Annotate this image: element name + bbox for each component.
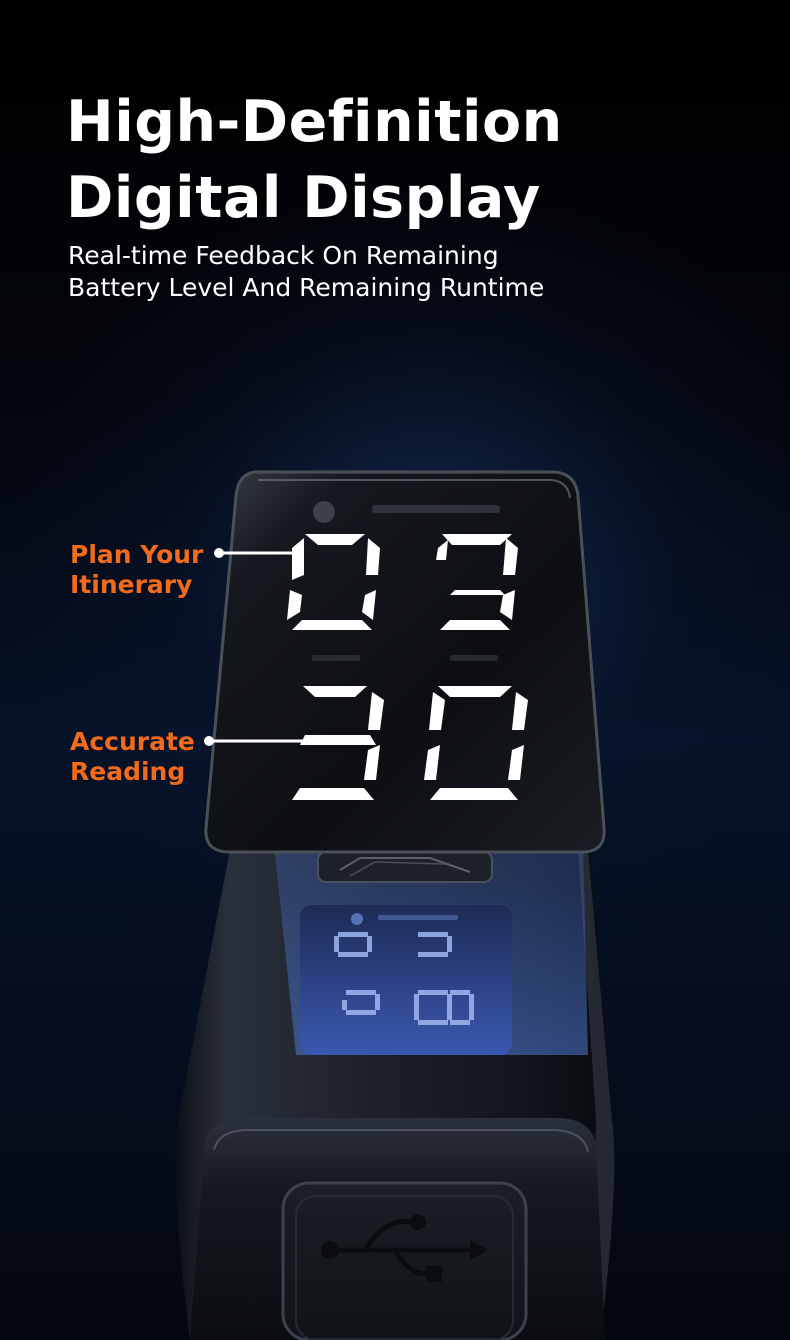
title-line-1: High-Definition [66, 89, 563, 155]
callout-plan-itinerary: Plan Your Itinerary [70, 540, 203, 600]
callout-line: Itinerary [70, 570, 193, 599]
callout-line: Accurate [70, 727, 195, 756]
page-subtitle: Real-time Feedback On Remaining Battery … [68, 240, 544, 304]
callout-line: Plan Your [70, 540, 204, 569]
callout-line: Reading [70, 757, 186, 786]
callout-accurate-reading: Accurate Reading [70, 727, 195, 787]
subtitle-line-2: Battery Level And Remaining Runtime [68, 273, 545, 302]
indicator-led [313, 501, 335, 523]
seven-segment-digits [287, 534, 528, 800]
page-title: High-Definition Digital Display [66, 84, 563, 236]
physical-display [300, 905, 512, 1055]
usb-icon [321, 1214, 488, 1282]
hd-display-panel [204, 470, 606, 854]
subtitle-line-1: Real-time Feedback On Remaining [68, 241, 499, 270]
title-line-2: Digital Display [66, 165, 541, 231]
